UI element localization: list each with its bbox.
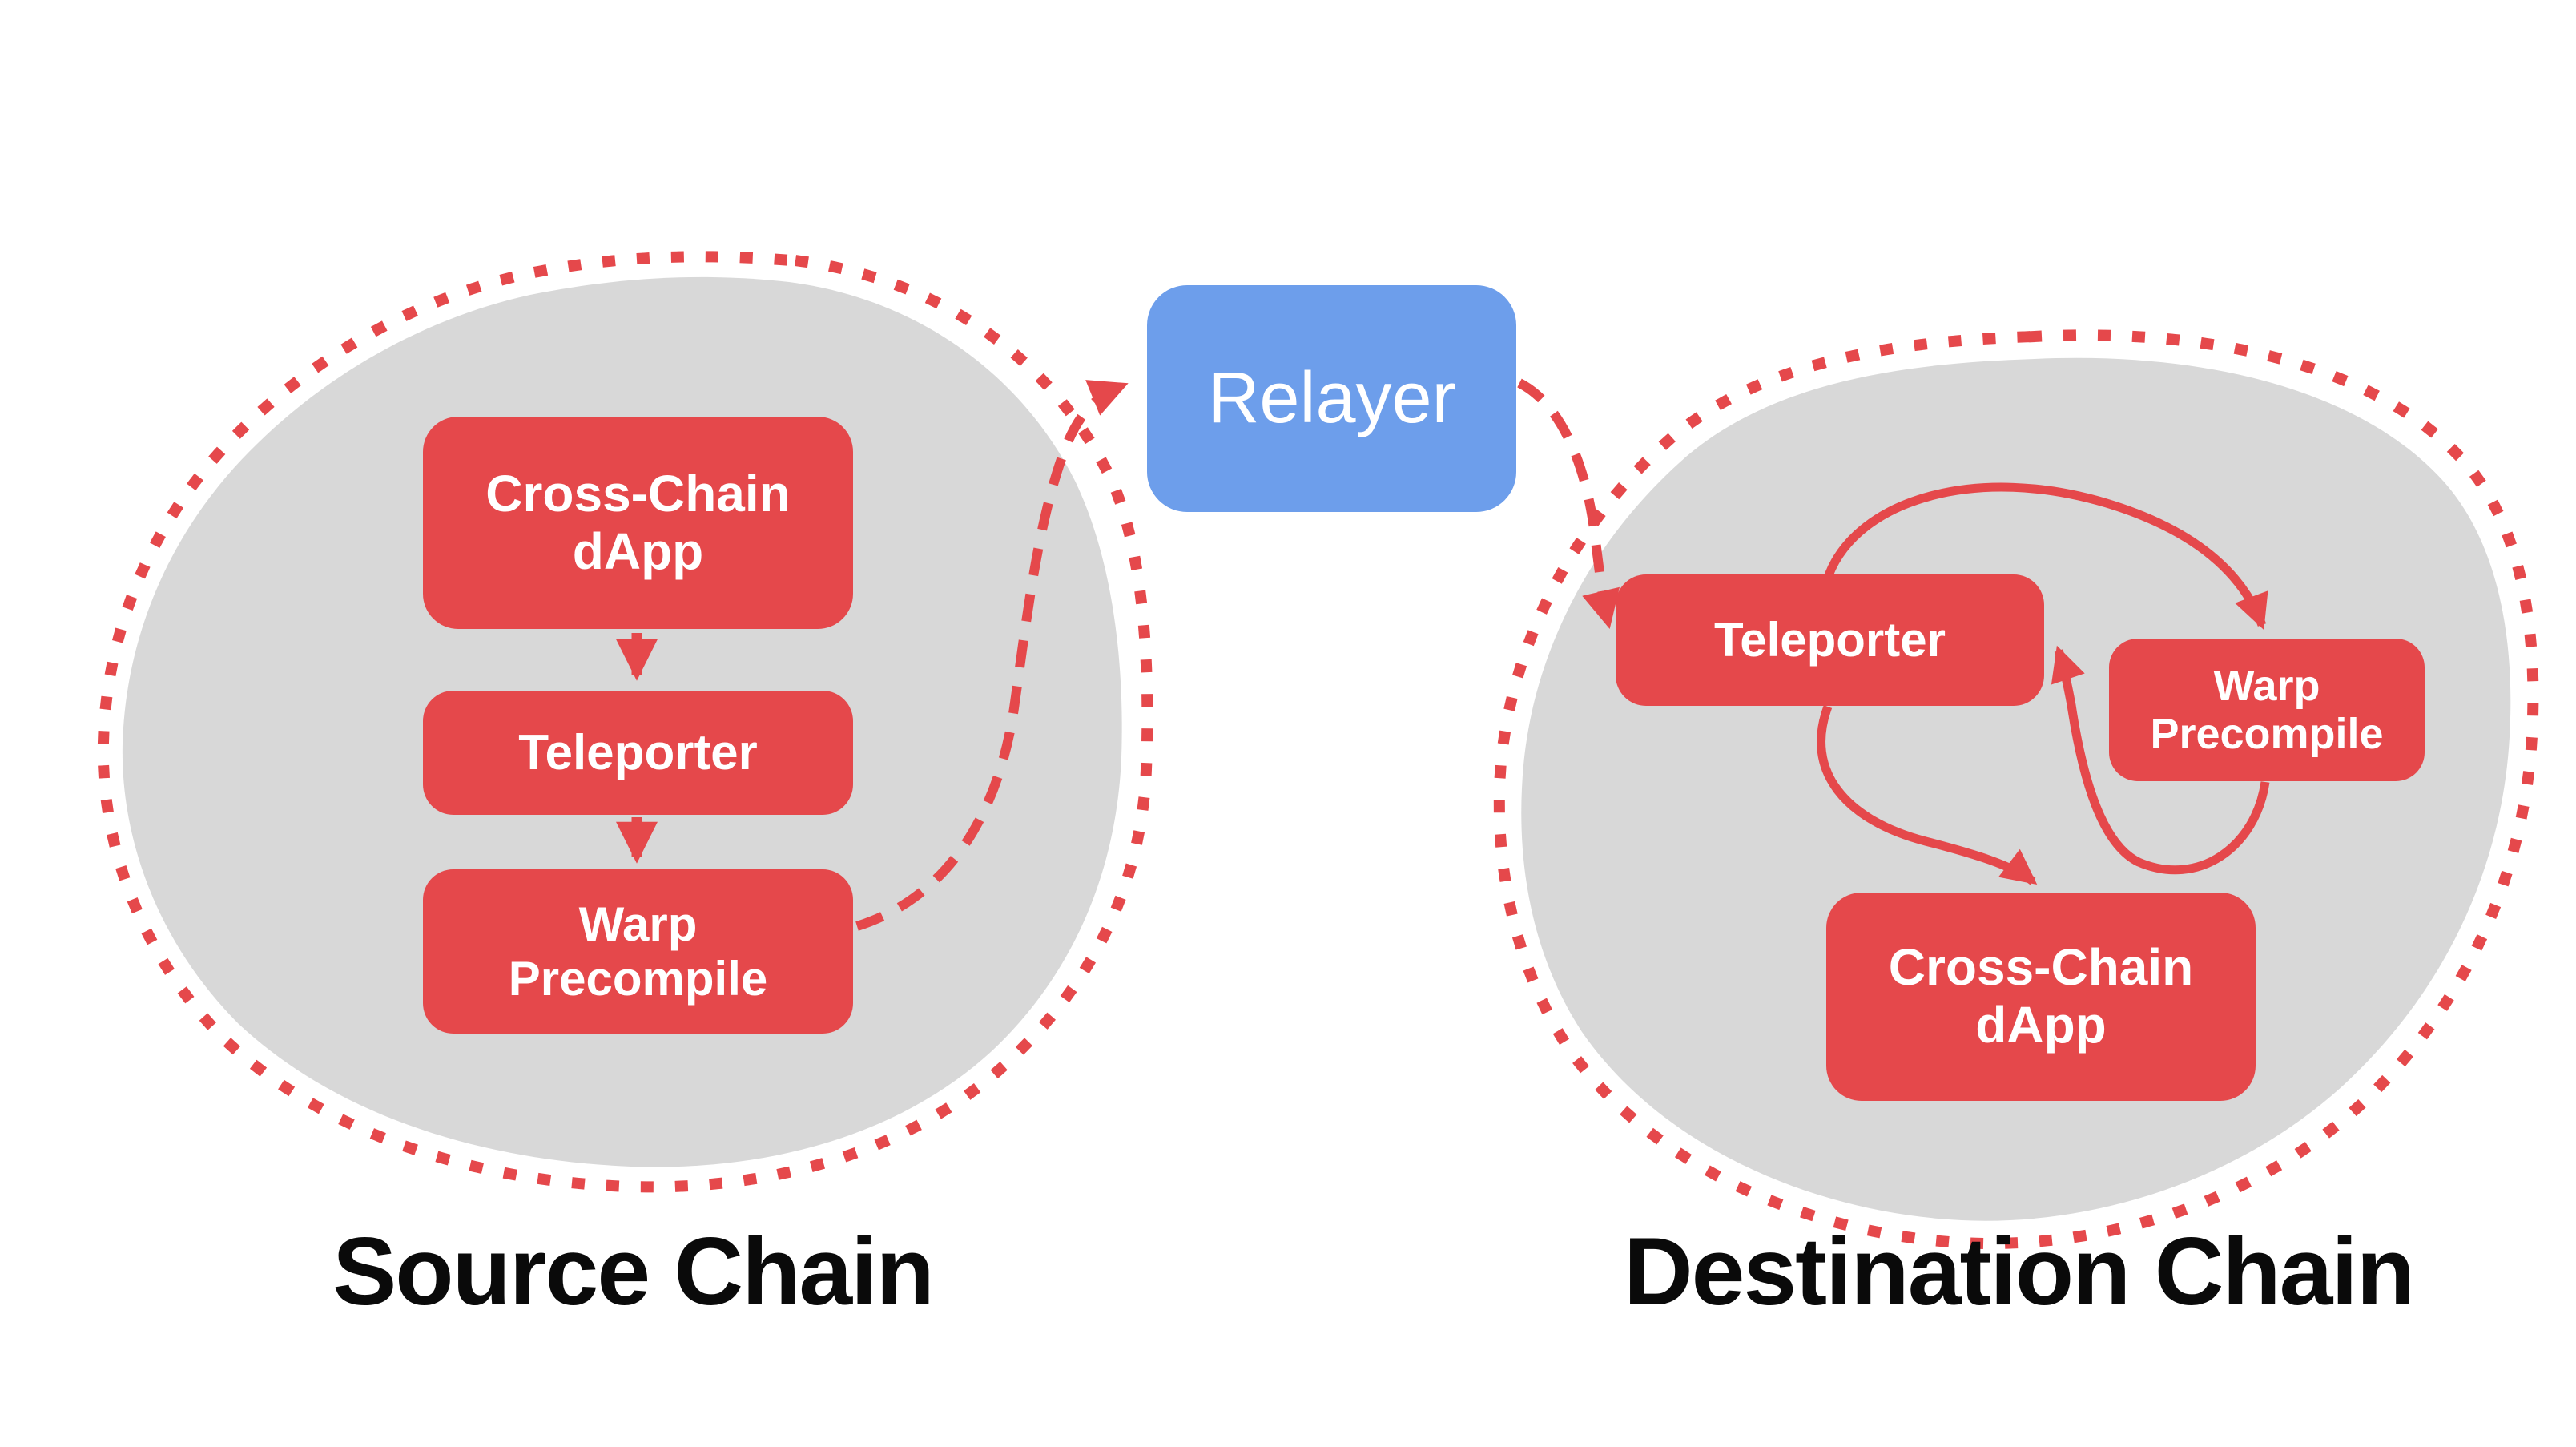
arrow-destination-warp-to-teleporter xyxy=(2051,645,2270,875)
source-warp-precompile-label-line2: Precompile xyxy=(508,951,768,1006)
source-chain-dotted-border xyxy=(97,251,1153,1193)
destination-chain-blob xyxy=(1521,357,2511,1221)
relayer-box: Relayer xyxy=(1147,285,1516,512)
destination-warp-precompile-label-line2: Precompile xyxy=(2150,710,2384,758)
destination-warp-precompile-box: Warp Precompile xyxy=(2109,639,2425,781)
destination-cross-chain-dapp-label-line2: dApp xyxy=(1975,996,2107,1054)
source-teleporter-label: Teleporter xyxy=(518,724,758,780)
arrow-destination-teleporter-to-dapp xyxy=(1817,705,2038,885)
arrow-destination-teleporter-to-warp xyxy=(1824,482,2268,631)
destination-chain-title: Destination Chain xyxy=(1623,1218,2415,1325)
destination-warp-precompile-label-line1: Warp xyxy=(2213,661,2320,710)
destination-teleporter-box: Teleporter xyxy=(1616,574,2044,706)
source-warp-precompile-box: Warp Precompile xyxy=(423,869,853,1034)
source-chain-title: Source Chain xyxy=(332,1218,935,1325)
source-cross-chain-dapp-label-line2: dApp xyxy=(572,522,704,580)
arrow-relayer-to-destination-teleporter xyxy=(1517,378,1620,630)
destination-teleporter-label: Teleporter xyxy=(1714,613,1946,667)
source-cross-chain-dapp-box: Cross-Chain dApp xyxy=(423,417,853,629)
source-teleporter-box: Teleporter xyxy=(423,691,853,815)
destination-cross-chain-dapp-label-line1: Cross-Chain xyxy=(1888,938,2194,997)
source-warp-precompile-label-line1: Warp xyxy=(578,897,698,952)
destination-cross-chain-dapp-box: Cross-Chain dApp xyxy=(1826,893,2256,1101)
arrow-source-warp-to-relayer xyxy=(855,380,1129,931)
source-cross-chain-dapp-label-line1: Cross-Chain xyxy=(485,464,791,522)
relayer-label: Relayer xyxy=(1207,358,1456,439)
